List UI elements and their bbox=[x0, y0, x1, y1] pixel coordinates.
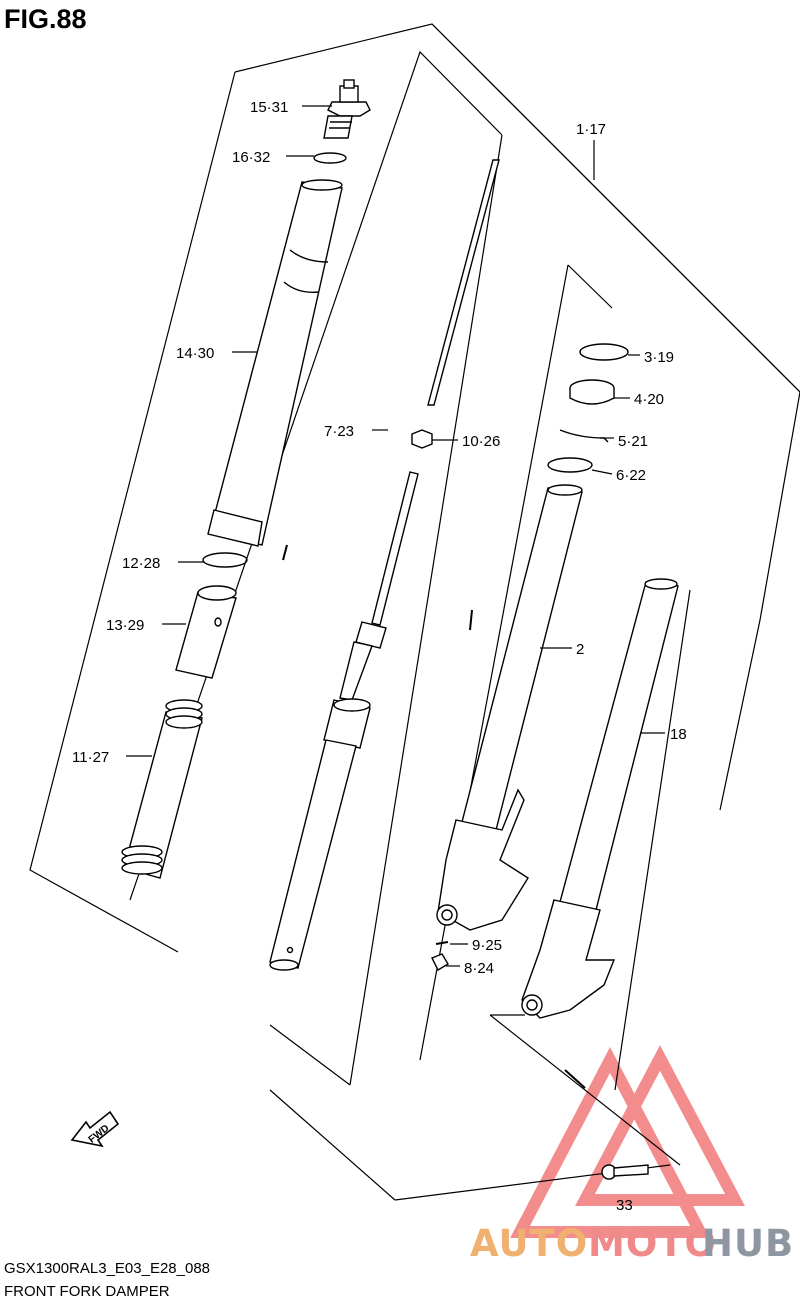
retaining-ring-part bbox=[559, 429, 609, 443]
oil-seal-part bbox=[569, 379, 615, 405]
lock-nut-part bbox=[411, 429, 433, 449]
callout-16-32: 16·32 bbox=[232, 149, 270, 166]
callout-10-26: 10·26 bbox=[462, 433, 500, 450]
callout-4-20: 4·20 bbox=[634, 391, 664, 408]
drain-bolt-part bbox=[431, 953, 449, 971]
gasket-part bbox=[435, 941, 449, 945]
callout-6-22: 6·22 bbox=[616, 467, 646, 484]
figure-title: FIG.88 bbox=[4, 4, 87, 34]
callout-14-30: 14·30 bbox=[176, 345, 214, 362]
watermark-text-hub: HUB bbox=[702, 1222, 795, 1265]
callout-18: 18 bbox=[670, 726, 687, 743]
callout-11-27: 11·27 bbox=[72, 749, 109, 766]
model-code: GSX1300RAL3_E03_E28_088 bbox=[4, 1260, 211, 1277]
callout-12-28: 12·28 bbox=[122, 555, 160, 572]
callout-2: 2 bbox=[576, 641, 584, 658]
callout-1-17: 1·17 bbox=[576, 121, 606, 138]
watermark-text-auto: AUTO bbox=[470, 1222, 589, 1265]
fork-spring-part bbox=[121, 699, 203, 879]
assembly-name: FRONT FORK DAMPER bbox=[4, 1283, 170, 1300]
callout-15-31: 15·31 bbox=[250, 99, 288, 116]
assembly-frame-lines bbox=[29, 23, 800, 1201]
callout-33: 33 bbox=[616, 1197, 633, 1214]
o-ring-part bbox=[313, 152, 347, 164]
callout-13-29: 13·29 bbox=[106, 617, 144, 634]
callout-5-21: 5·21 bbox=[618, 433, 648, 450]
spring-tube-part bbox=[207, 179, 343, 547]
bolt-part bbox=[601, 1164, 649, 1180]
callout-7-23: 7·23 bbox=[324, 423, 354, 440]
forward-arrow-icon: FWD bbox=[70, 1110, 120, 1148]
inner-tube-left-part bbox=[436, 484, 583, 931]
damper-rod-part bbox=[269, 159, 500, 971]
watermark-text-moto: MOTO bbox=[588, 1222, 717, 1265]
callout-8-24: 8·24 bbox=[464, 960, 494, 977]
collar-part bbox=[175, 585, 237, 679]
bushing-part bbox=[547, 457, 593, 473]
callout-3-19: 3·19 bbox=[644, 349, 674, 366]
callout-leader-lines bbox=[126, 105, 665, 967]
adjuster-cap-part bbox=[323, 79, 371, 139]
inner-tube-right-part bbox=[521, 578, 679, 1019]
washer-part bbox=[202, 552, 248, 568]
callout-9-25: 9·25 bbox=[472, 937, 502, 954]
dust-seal-part bbox=[579, 343, 629, 361]
